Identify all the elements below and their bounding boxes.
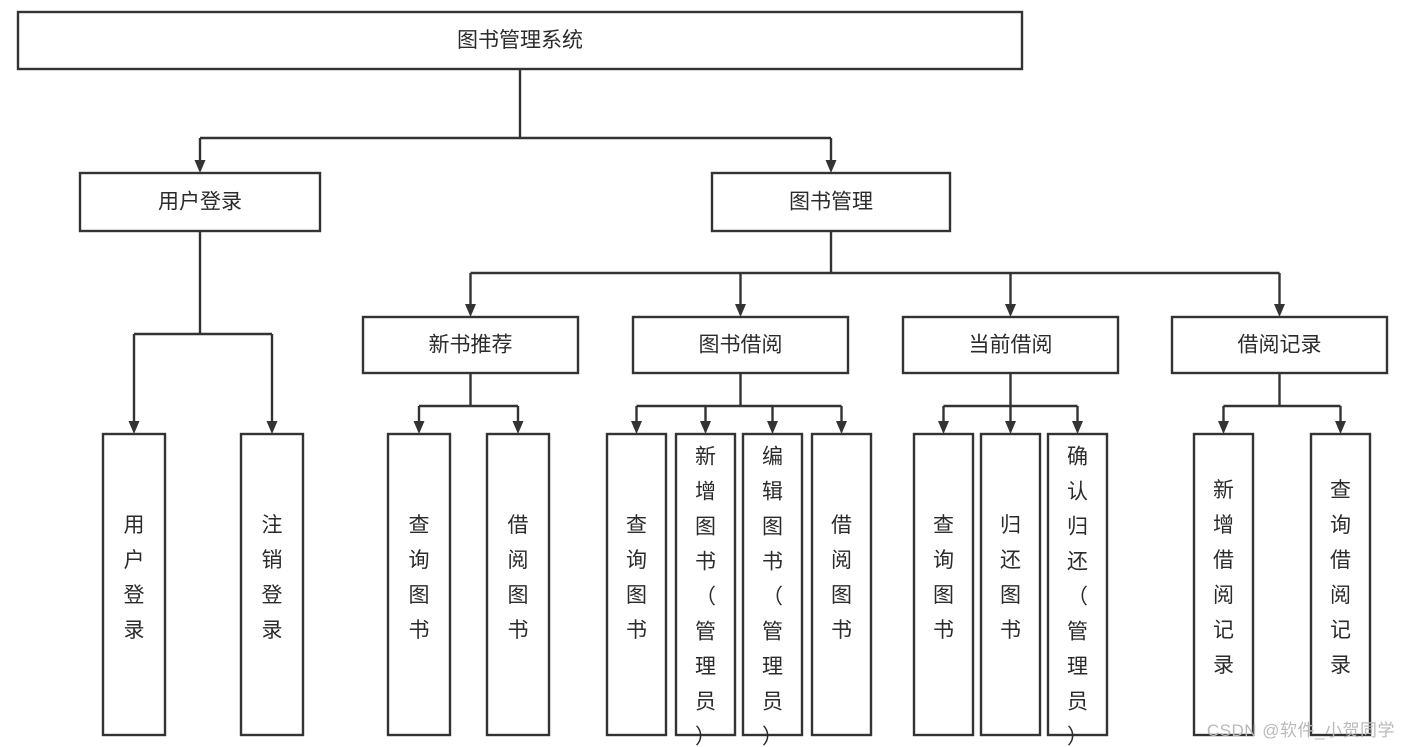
node-label: 注销登录 [262,514,283,642]
arrowhead-icon [1005,304,1016,317]
arrowhead-icon [700,421,711,434]
node-box[interactable] [386,432,452,737]
nodes-layer: 图书管理系统用户登录图书管理新书推荐图书借阅当前借阅借阅记录用户登录注销登录查询… [16,10,1389,747]
node-leaf-edit-book[interactable]: 编辑图书（管理员） [741,432,804,747]
node-leaf-query-record[interactable]: 查询借阅记录 [1309,432,1372,737]
node-leaf-logout[interactable]: 注销登录 [239,432,305,737]
node-box[interactable] [361,315,580,375]
node-leaf-query-book-3[interactable]: 查询图书 [912,432,975,737]
node-box[interactable] [1192,432,1255,737]
node-label: 用户登录 [124,514,145,642]
node-box[interactable] [901,315,1120,375]
arrowhead-icon [1335,421,1346,434]
edge-group-borrow-record [1218,373,1346,434]
node-label: 查询图书 [933,514,954,642]
node-borrow-record[interactable]: 借阅记录 [1170,315,1389,375]
arrowhead-icon [836,421,847,434]
node-user-login[interactable]: 用户登录 [78,171,322,233]
arrowhead-icon [266,421,278,434]
node-label: 查询图书 [409,514,430,642]
arrowhead-icon [128,421,140,434]
node-box[interactable] [78,171,322,233]
arrowhead-icon [1218,421,1229,434]
node-box[interactable] [710,171,952,233]
node-leaf-user-login[interactable]: 用户登录 [101,432,167,737]
node-new-book-rec[interactable]: 新书推荐 [361,315,580,375]
node-box[interactable] [1309,432,1372,737]
edges-layer [128,69,1346,434]
arrowhead-icon [512,421,524,434]
node-box[interactable] [485,432,551,737]
node-label: 新增图书（管理员） [695,446,716,747]
node-leaf-confirm-return[interactable]: 确认归还（管理员） [1046,432,1109,747]
node-label: 图书借阅 [699,334,783,357]
edge-group-user-login [128,231,278,434]
node-label: 确认归还（管理员） [1067,446,1088,747]
arrowhead-icon [1005,421,1016,434]
node-leaf-borrow-book-2[interactable]: 借阅图书 [810,432,873,737]
node-box[interactable] [810,432,873,737]
node-box[interactable] [979,432,1042,737]
node-box[interactable] [631,315,850,375]
arrowhead-icon [735,304,746,317]
node-leaf-add-record[interactable]: 新增借阅记录 [1192,432,1255,737]
node-box[interactable] [101,432,167,737]
edge-group-new-book-rec [413,373,524,434]
node-leaf-borrow-book-1[interactable]: 借阅图书 [485,432,551,737]
node-label: 归还图书 [1000,514,1021,642]
arrowhead-icon [825,160,837,173]
node-box[interactable] [605,432,668,737]
node-label: 借阅记录 [1238,334,1322,357]
edge-group-current-borrow [938,373,1083,434]
node-current-borrow[interactable]: 当前借阅 [901,315,1120,375]
node-box[interactable] [1046,432,1109,737]
node-label: 借阅图书 [831,514,852,642]
arrowhead-icon [465,304,476,317]
node-label: 查询借阅记录 [1330,479,1351,677]
node-book-borrow[interactable]: 图书借阅 [631,315,850,375]
arrowhead-icon [1072,421,1083,434]
arrowhead-icon [938,421,949,434]
node-label: 图书管理系统 [457,29,583,52]
arrowhead-icon [1274,304,1285,317]
node-leaf-query-book-1[interactable]: 查询图书 [386,432,452,737]
node-box[interactable] [239,432,305,737]
node-leaf-query-book-2[interactable]: 查询图书 [605,432,668,737]
edge-group-book-borrow [631,373,847,434]
node-box[interactable] [16,10,1024,71]
node-label: 当前借阅 [969,334,1053,357]
node-label: 用户登录 [158,191,242,214]
node-label: 新书推荐 [429,334,513,357]
node-label: 图书管理 [789,191,873,214]
node-label: 编辑图书（管理员） [762,446,783,747]
node-root[interactable]: 图书管理系统 [16,10,1024,71]
node-box[interactable] [674,432,737,737]
node-label: 借阅图书 [508,514,529,642]
node-label: 新增借阅记录 [1213,479,1234,677]
edge-group-book-manage [465,231,1285,317]
arrowhead-icon [413,421,425,434]
node-leaf-return-book[interactable]: 归还图书 [979,432,1042,737]
node-book-manage[interactable]: 图书管理 [710,171,952,233]
node-box[interactable] [741,432,804,737]
node-box[interactable] [1170,315,1389,375]
edge-group-root [194,69,837,173]
arrowhead-icon [194,160,206,173]
arrowhead-icon [767,421,778,434]
arrowhead-icon [631,421,642,434]
watermark-label: CSDN @软件_小贺同学 [1206,721,1395,740]
node-leaf-add-book[interactable]: 新增图书（管理员） [674,432,737,747]
node-box[interactable] [912,432,975,737]
node-label: 查询图书 [626,514,647,642]
